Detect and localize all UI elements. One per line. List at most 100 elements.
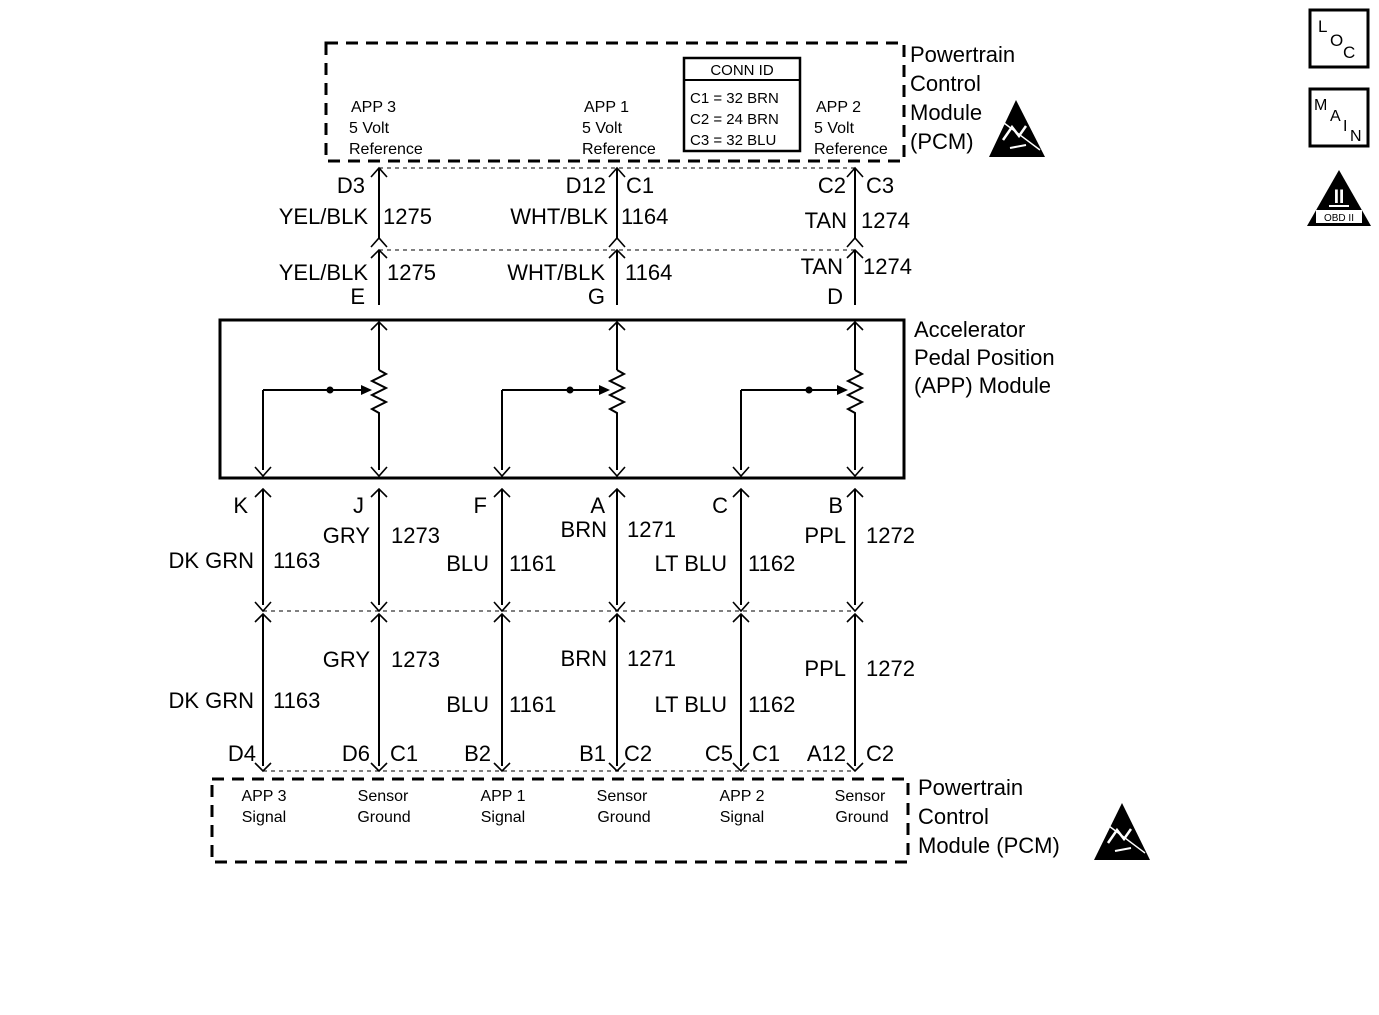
wire-color-blu-bottom: BLU: [446, 692, 489, 717]
conn-id-row-3: C3 = 32 BLU: [690, 132, 776, 149]
app-module-name-line-3: (APP) Module: [914, 373, 1051, 398]
upper-wire-1164: [608, 166, 626, 370]
app-module: Accelerator Pedal Position (APP) Module: [218, 317, 1055, 480]
circuit-1162-bottom: 1162: [748, 692, 795, 717]
circuit-1275-top: 1275: [383, 204, 432, 229]
app1-ref-line-3: Reference: [582, 141, 656, 158]
wire-color-brn-bottom: BRN: [561, 646, 607, 671]
potentiometer-app1: [493, 369, 627, 478]
pcm-terminal-app1-line-1: APP 1: [480, 788, 525, 805]
wire-color-tan-top: TAN: [805, 208, 847, 233]
app-pin-k: K: [233, 493, 248, 518]
circuit-1272-bottom: 1272: [866, 656, 915, 681]
pcm-top-boundary: [324, 41, 906, 163]
main-icon[interactable]: M A I N: [1308, 87, 1370, 148]
loc-letter-o: O: [1330, 31, 1343, 50]
lower-wire-1271: [608, 487, 626, 773]
circuit-1271-top: 1271: [627, 517, 676, 542]
circuit-1273-top: 1273: [391, 523, 440, 548]
app-module-boundary: [218, 318, 906, 480]
pcm-pin-d4: D4: [228, 741, 256, 766]
pcm-conn-c1-d6: C1: [390, 741, 418, 766]
pcm-terminal-gnd3-line-1: Sensor: [835, 788, 886, 805]
pcm-conn-c2-a12: C2: [866, 741, 894, 766]
loc-letter-l: L: [1318, 17, 1327, 36]
pcm-conn-c1-top: C1: [626, 173, 654, 198]
circuit-1164-bottom: 1164: [625, 260, 672, 285]
pcm-pin-d12: D12: [566, 173, 606, 198]
conn-id-title: CONN ID: [710, 62, 774, 79]
wire-color-blu-top: BLU: [446, 551, 489, 576]
main-letter-n: N: [1350, 128, 1362, 145]
pcm-pin-d3: D3: [337, 173, 365, 198]
wire-color-ppl-bottom: PPL: [804, 656, 846, 681]
upper-wire-1275: [370, 166, 388, 370]
pcm-top-name-line-1: Powertrain: [910, 42, 1015, 67]
circuit-1271-bottom: 1271: [627, 646, 676, 671]
pcm-pin-d6: D6: [342, 741, 370, 766]
circuit-1274-bottom: 1274: [863, 254, 912, 279]
conn-id-box: CONN ID C1 = 32 BRN C2 = 24 BRN C3 = 32 …: [682, 56, 802, 153]
app-module-name-line-2: Pedal Position: [914, 345, 1055, 370]
obd-ii-icon[interactable]: II OBD II: [1307, 170, 1371, 226]
app2-ref-line-1: APP 2: [816, 99, 861, 116]
conn-id-row-2: C2 = 24 BRN: [690, 111, 779, 128]
pcm-bottom-boundary: [210, 777, 910, 864]
main-letter-a: A: [1330, 108, 1341, 125]
app-pin-a: A: [590, 493, 605, 518]
lower-wire-1272: [846, 487, 864, 773]
loc-icon[interactable]: L O C: [1308, 8, 1370, 69]
potentiometer-app2: [732, 369, 865, 478]
pcm-bottom-module: APP 3 Signal Sensor Ground APP 1 Signal …: [210, 770, 1150, 864]
wire-color-gry-bottom: GRY: [323, 647, 371, 672]
pcm-bottom-name-line-3: Module (PCM): [918, 833, 1060, 858]
wire-color-wht-blk-top: WHT/BLK: [510, 204, 608, 229]
app-pin-e: E: [350, 284, 365, 309]
app-pin-j: J: [353, 493, 364, 518]
lower-wire-1163: [254, 487, 272, 773]
lower-wire-1273: [370, 487, 388, 773]
app-pin-f: F: [474, 493, 487, 518]
pcm-terminal-gnd1-line-1: Sensor: [358, 788, 409, 805]
pcm-terminal-app2-line-1: APP 2: [719, 788, 764, 805]
wire-color-tan-bottom: TAN: [801, 254, 843, 279]
pcm-terminal-app3-line-1: APP 3: [241, 788, 286, 805]
app-pin-b: B: [828, 493, 843, 518]
app-pin-g: G: [588, 284, 605, 309]
pcm-pin-b1: B1: [579, 741, 606, 766]
pcm-pin-c5: C5: [705, 741, 733, 766]
pcm-bottom-name-line-1: Powertrain: [918, 775, 1023, 800]
circuit-1273-bottom: 1273: [391, 647, 440, 672]
pcm-terminal-gnd2-line-2: Ground: [597, 809, 650, 826]
circuit-1163-top: 1163: [273, 548, 320, 573]
circuit-1162-top: 1162: [748, 551, 795, 576]
pcm-conn-c1-c5: C1: [752, 741, 780, 766]
wire-color-yel-blk-top: YEL/BLK: [279, 204, 369, 229]
pcm-pin-c2: C2: [818, 173, 846, 198]
circuit-1163-bottom: 1163: [273, 688, 320, 713]
app1-ref-line-2: 5 Volt: [582, 120, 623, 137]
pcm-terminal-app3-line-2: Signal: [242, 809, 286, 826]
pcm-terminal-app2-line-2: Signal: [720, 809, 764, 826]
loc-letter-c: C: [1343, 43, 1355, 62]
app-pin-d: D: [827, 284, 843, 309]
wire-color-ppl-top: PPL: [804, 523, 846, 548]
circuit-1161-bottom: 1161: [509, 692, 556, 717]
app3-ref-line-3: Reference: [349, 141, 423, 158]
circuit-1164-top: 1164: [621, 204, 668, 229]
wire-color-yel-blk-bottom: YEL/BLK: [279, 260, 369, 285]
pcm-top-name-line-4: (PCM): [910, 129, 974, 154]
wire-color-lt-blu-top: LT BLU: [654, 551, 727, 576]
pcm-conn-c3: C3: [866, 173, 894, 198]
lower-wire-1162: [732, 487, 750, 773]
wire-color-wht-blk-bottom: WHT/BLK: [507, 260, 605, 285]
pcm-top-module: Powertrain Control Module (PCM) APP 3 5 …: [324, 41, 1045, 163]
pcm-top-name-line-2: Control: [910, 71, 981, 96]
main-letter-i: I: [1343, 118, 1347, 135]
app1-ref-line-1: APP 1: [584, 99, 629, 116]
potentiometer-app3: [254, 369, 389, 478]
obd-symbol: II: [1334, 187, 1345, 208]
pcm-terminal-gnd3-line-2: Ground: [835, 809, 888, 826]
obd-label: OBD II: [1324, 213, 1354, 224]
